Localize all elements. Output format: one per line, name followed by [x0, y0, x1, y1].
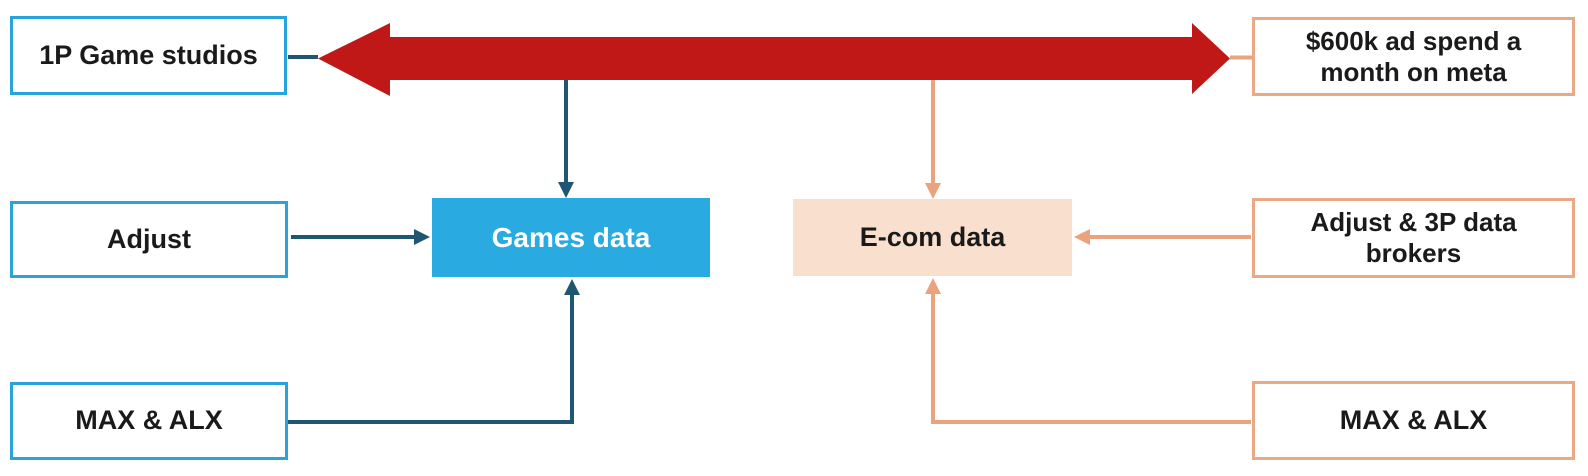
node-games-data-label: Games data	[491, 221, 651, 253]
connector-max-to-ecom-line	[931, 292, 1251, 424]
arrowhead-down-games-icon	[558, 182, 574, 198]
node-1p-game-studios-label: 1P Game studios	[39, 39, 258, 70]
node-ecom-data-label: E-com data	[859, 221, 1006, 252]
node-1p-game-studios: 1P Game studios	[10, 16, 287, 95]
node-600k-ad-spend-label: $600k ad spend a month on meta	[1305, 25, 1522, 87]
arrowhead-down-ecom-icon	[925, 183, 941, 199]
arrowhead-up-ecom-icon	[925, 278, 941, 294]
connector-max-to-games-line	[288, 293, 574, 424]
node-games-data: Games data	[432, 198, 710, 277]
node-adjust-3p-brokers-label: Adjust & 3P data brokers	[1310, 207, 1517, 268]
arrowhead-right-games-icon	[414, 229, 430, 245]
arrowhead-left-ecom-icon	[1074, 229, 1090, 245]
node-max-alx-left: MAX & ALX	[10, 382, 288, 460]
node-600k-ad-spend: $600k ad spend a month on meta	[1252, 17, 1575, 96]
arrowhead-up-games-icon	[564, 279, 580, 295]
node-adjust-label: Adjust	[107, 223, 191, 254]
node-max-alx-right: MAX & ALX	[1252, 381, 1575, 460]
node-max-alx-left-label: MAX & ALX	[75, 405, 223, 436]
node-adjust-3p-brokers: Adjust & 3P data brokers	[1252, 198, 1575, 278]
node-adjust: Adjust	[10, 201, 288, 278]
red-double-arrow	[318, 23, 1230, 96]
node-max-alx-right-label: MAX & ALX	[1339, 404, 1488, 435]
node-ecom-data: E-com data	[793, 199, 1072, 276]
